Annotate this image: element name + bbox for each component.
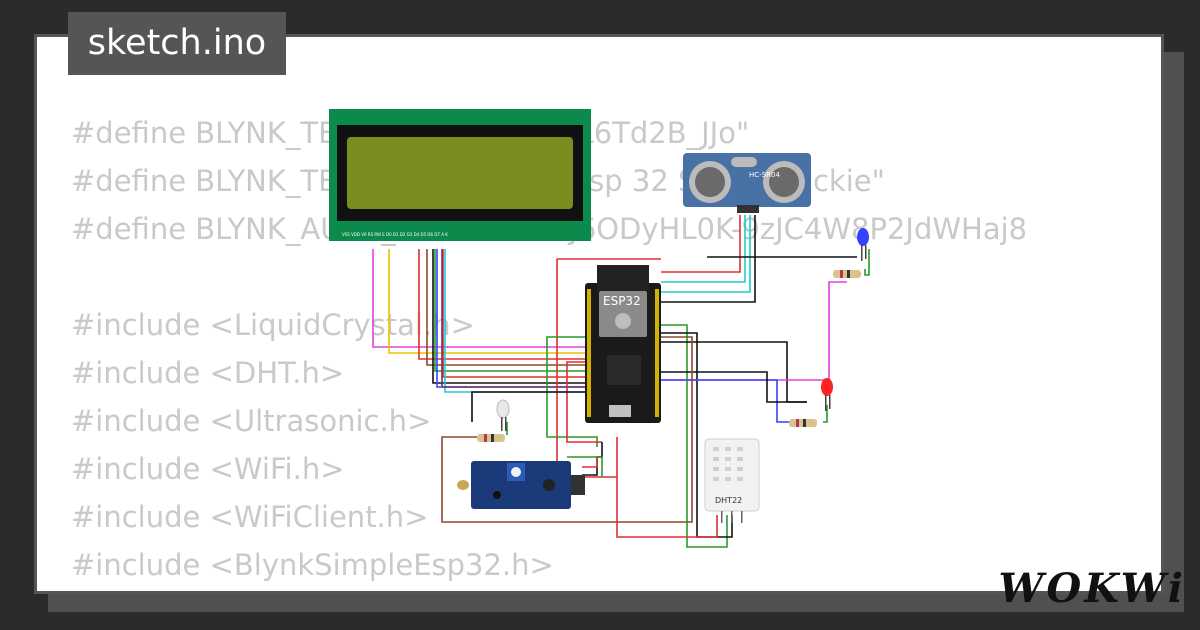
circuit-diagram: VSS VDD V0 RS RW E D0 D1 D2 D3 D4 D5 D6 … (329, 109, 870, 548)
code-line: #include <WiFiClient.h> (71, 500, 429, 534)
code-line: #include <Ultrasonic.h> (71, 404, 432, 438)
code-line: #include <LiquidCrystal.h> (71, 308, 475, 342)
blue-led (857, 228, 869, 261)
white-led (496, 399, 510, 431)
code-line: #include <DHT.h> (71, 356, 345, 390)
esp32-label: ESP32 (603, 294, 641, 308)
ldr-module (457, 461, 585, 509)
ultrasonic-label: HC-SR04 (749, 171, 780, 179)
code-line: #include <BlynkSimpleEsp32.h> (71, 548, 554, 582)
dht22-label: DHT22 (715, 496, 742, 505)
sketch-filename-tag: sketch.ino (68, 12, 286, 75)
wokwi-logo: WOKWi (998, 565, 1186, 612)
preview-card[interactable]: #define BLYNK_TEMPLATE_ID "TMPL6Td2B_JJo… (34, 34, 1164, 594)
dht22-sensor: DHT22 (704, 438, 760, 523)
resistor (477, 434, 505, 442)
code-line: #include <WiFi.h> (71, 452, 345, 486)
resistor (789, 419, 817, 427)
wires (372, 215, 870, 548)
ultrasonic-sensor: HC-SR04 (683, 153, 811, 213)
lcd-pin-labels: VSS VDD V0 RS RW E D0 D1 D2 D3 D4 D5 D6 … (342, 232, 448, 237)
lcd-display: VSS VDD V0 RS RW E D0 D1 D2 D3 D4 D5 D6 … (329, 109, 591, 241)
red-led (821, 378, 833, 411)
esp32-board: ESP32 (585, 265, 661, 423)
resistor (833, 270, 861, 278)
